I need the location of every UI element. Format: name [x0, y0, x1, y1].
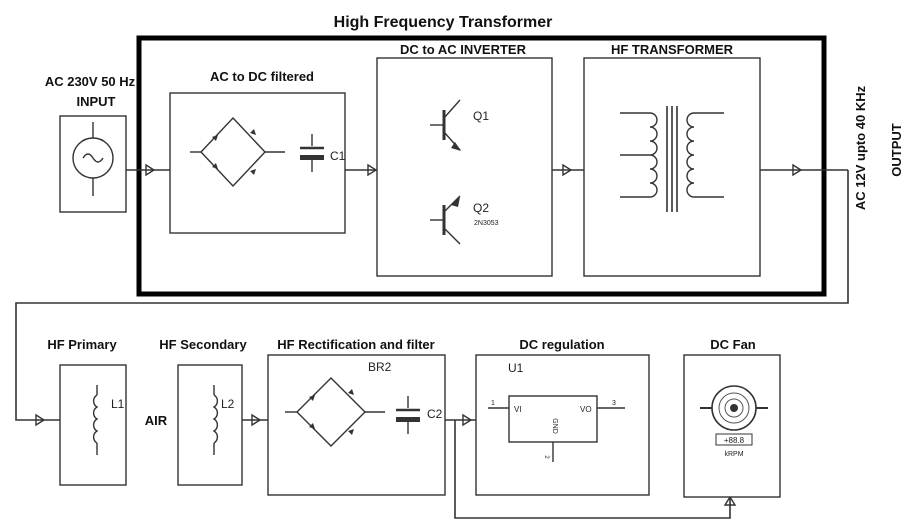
inverter-block: [376, 57, 553, 277]
signal-arrow-icon: [367, 163, 378, 177]
regulator-pin2: 2: [543, 455, 549, 459]
dc-regulation-title: DC regulation: [519, 337, 604, 352]
signal-arrow-icon: [462, 413, 473, 427]
bridge-rectifier-icon: [190, 116, 285, 188]
inductor-l2-icon: [212, 385, 219, 455]
hf-secondary-block: [177, 364, 243, 486]
q1-label: Q1: [473, 109, 489, 123]
ac-source-icon: [72, 122, 114, 196]
rectification-title: HF Rectification and filter: [277, 337, 434, 352]
q2-part-number: 2N3053: [474, 220, 499, 227]
signal-arrow-icon: [792, 163, 803, 177]
regulator-vi-label: VI: [514, 405, 522, 414]
hf-primary-title: HF Primary: [47, 337, 117, 352]
signal-arrow-icon: [251, 413, 262, 427]
regulator-vo-label: VO: [580, 405, 592, 414]
rectification-block: [267, 354, 446, 496]
signal-arrow-icon: [562, 163, 573, 177]
regulator-pin1: 1: [491, 400, 495, 407]
hf-secondary-title: HF Secondary: [159, 337, 247, 352]
hf-transformer-enclosure: [136, 35, 827, 297]
fan-readout-box: [715, 433, 753, 446]
transistor-q2-icon: [430, 195, 461, 245]
fan-unit-label: kRPM: [724, 451, 743, 458]
bridge-rectifier-icon: [285, 377, 385, 447]
signal-arrow-icon: [145, 163, 156, 177]
q2-label: Q2: [473, 201, 489, 215]
fan-icon: [700, 385, 768, 431]
dc-fan-title: DC Fan: [710, 337, 756, 352]
c2-label: C2: [427, 407, 443, 421]
dc-regulation-block: [475, 354, 650, 496]
output-label-line2: OUTPUT: [889, 123, 904, 177]
signal-arrow-icon: [723, 495, 737, 506]
fan-readout-value: +88.8: [724, 436, 745, 445]
regulator-pin3: 3: [612, 400, 616, 407]
transformer-icon: [620, 106, 724, 212]
c1-label: C1: [330, 149, 346, 163]
transistor-q1-icon: [430, 99, 461, 151]
br2-label: BR2: [368, 360, 392, 374]
ac-dc-block: [169, 92, 346, 234]
ac-dc-title: AC to DC filtered: [210, 69, 314, 84]
air-gap-label: AIR: [145, 413, 168, 428]
inductor-l1-icon: [92, 385, 99, 455]
hf-transformer-title: HF TRANSFORMER: [611, 42, 734, 57]
diagram-title: High Frequency Transformer: [334, 14, 553, 31]
regulator-gnd-label: GND: [551, 418, 558, 434]
l1-label: L1: [111, 397, 125, 411]
signal-arrow-icon: [35, 413, 46, 427]
voltage-regulator-icon: [488, 395, 625, 462]
input-label-line1: AC 230V 50 Hz: [45, 74, 136, 89]
input-label-line2: INPUT: [77, 94, 116, 109]
u1-label: U1: [508, 361, 524, 375]
capacitor-c1-icon: [300, 134, 324, 172]
l2-label: L2: [221, 397, 235, 411]
inverter-title: DC to AC INVERTER: [400, 42, 527, 57]
capacitor-c2-icon: [396, 396, 420, 434]
output-label-line1: AC 12V upto 40 KHz: [853, 85, 868, 210]
